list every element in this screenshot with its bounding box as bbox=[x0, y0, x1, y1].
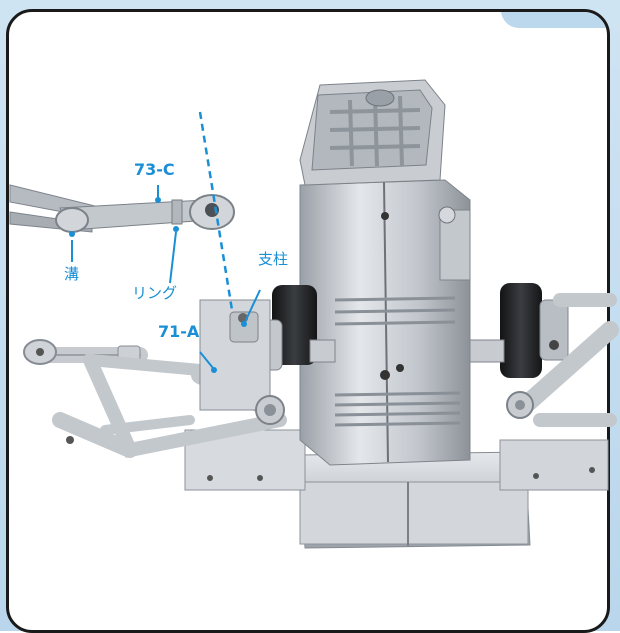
guide-line bbox=[71, 111, 261, 373]
label-ring: リング bbox=[132, 284, 178, 302]
suspension-arm-71a bbox=[23, 299, 287, 458]
corner-tab bbox=[501, 12, 607, 28]
label-post: 支柱 bbox=[258, 250, 289, 268]
suspension-arm-right bbox=[506, 293, 619, 427]
label-71a: 71-A bbox=[158, 322, 200, 341]
label-groove: 溝 bbox=[64, 265, 80, 283]
engine-base bbox=[184, 429, 609, 549]
link-rod-73c bbox=[55, 194, 235, 237]
cylinder-block bbox=[299, 79, 471, 466]
label-73c: 73-C bbox=[134, 160, 175, 179]
